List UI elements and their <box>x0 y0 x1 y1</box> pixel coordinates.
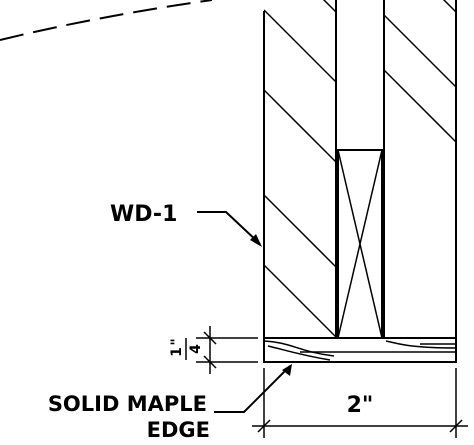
edge-grain-lines <box>264 340 456 361</box>
thickness-label-inch: " <box>169 338 185 345</box>
left-panel-hatch <box>264 0 336 338</box>
left-panel <box>263 0 337 339</box>
material-leader-arrow <box>250 234 262 247</box>
thickness-label-numerator: 1 <box>169 347 185 357</box>
material-leader-line <box>197 211 261 245</box>
dashed-curve <box>0 0 213 41</box>
edge-leader-arrow <box>282 364 292 376</box>
edge-label-line2: EDGE <box>147 418 210 442</box>
thickness-label-denominator: 4 <box>188 344 204 354</box>
width-dimension <box>252 368 468 438</box>
blocking-box <box>337 149 383 339</box>
right-panel-hatch <box>384 0 456 143</box>
maple-edge-band <box>263 337 457 363</box>
thickness-dimension <box>196 326 258 374</box>
material-tag-label: WD-1 <box>110 202 177 227</box>
thickness-label: 1 " 4 <box>169 338 204 360</box>
width-dimension-label: 2" <box>347 393 374 418</box>
right-panel <box>383 0 457 339</box>
edge-leader-line <box>214 365 291 413</box>
edge-label-line1: SOLID MAPLE <box>48 392 207 416</box>
